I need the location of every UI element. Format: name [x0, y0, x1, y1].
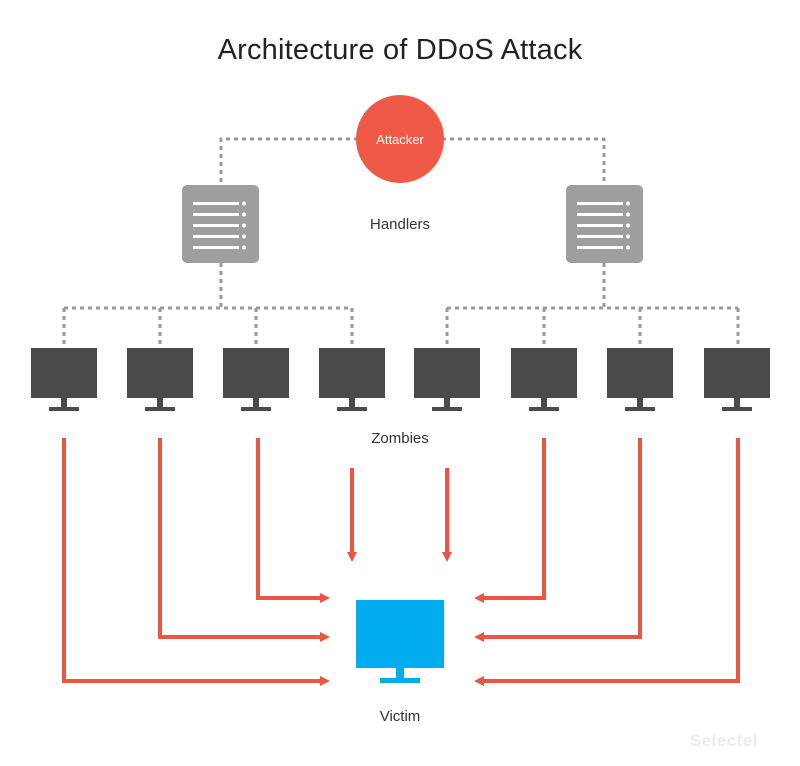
attacker-to-handlers-lines: [219, 137, 606, 185]
zombie-7: [607, 348, 673, 411]
server-icon: [182, 185, 259, 263]
attacker-label: Attacker: [376, 132, 424, 147]
watermark-logo: Selectel: [689, 731, 758, 750]
attack-arrow-2: [158, 438, 330, 642]
monitor-icon: [356, 600, 444, 683]
attack-arrow-3: [256, 438, 330, 603]
monitor-icon: [607, 348, 673, 411]
zombies-label: Zombies: [371, 430, 429, 447]
monitor-icon: [414, 348, 480, 411]
handler-server-right: [566, 185, 643, 263]
zombie-3: [223, 348, 289, 411]
attacker-node: Attacker: [356, 95, 444, 183]
zombie-5: [414, 348, 480, 411]
zombie-4: [319, 348, 385, 411]
monitor-icon: [223, 348, 289, 411]
attack-arrow-6: [474, 438, 546, 603]
attack-arrow-8: [474, 438, 740, 686]
victim-label: Victim: [379, 708, 421, 725]
server-icon: [566, 185, 643, 263]
victim-node: [356, 600, 444, 683]
monitor-icon: [704, 348, 770, 411]
attack-arrows: [62, 438, 740, 686]
monitor-icon: [127, 348, 193, 411]
monitor-icon: [319, 348, 385, 411]
monitor-icon: [31, 348, 97, 411]
zombie-1: [31, 348, 97, 411]
attack-arrow-7: [474, 438, 642, 642]
handler-server-left: [182, 185, 259, 263]
zombie-2: [127, 348, 193, 411]
attack-arrow-1: [62, 438, 330, 686]
zombie-8: [704, 348, 770, 411]
page-title: Architecture of DDoS Attack: [217, 34, 583, 66]
monitor-icon: [511, 348, 577, 411]
handlers-to-zombies-lines: [62, 263, 740, 348]
zombie-6: [511, 348, 577, 411]
handlers-label: Handlers: [369, 216, 431, 233]
